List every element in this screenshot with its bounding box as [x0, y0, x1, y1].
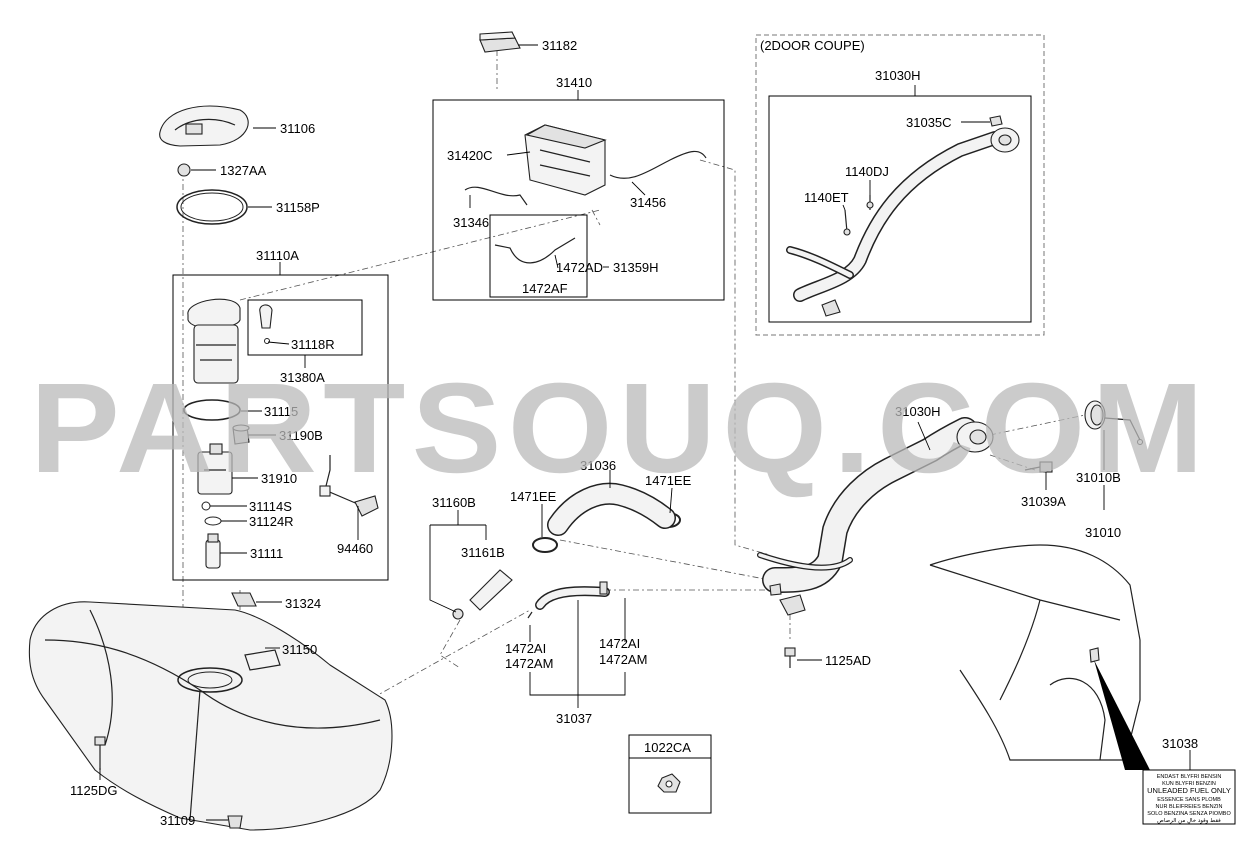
- car-rear-silhouette-icon: [929, 544, 1141, 761]
- part-31115-oring-icon[interactable]: [183, 399, 241, 421]
- label-31410: 31410: [556, 75, 592, 90]
- label-31036: 31036: [580, 458, 616, 473]
- canister-hose-sub-box: [489, 214, 588, 298]
- label-31039a: 31039A: [1021, 494, 1066, 509]
- label-31910: 31910: [261, 471, 297, 486]
- part-coupe-filler-neck-icon[interactable]: [786, 115, 1020, 317]
- canister-assembly-box: [432, 99, 725, 301]
- sticker-line-7: فقط وقود خالٍ من الرصاص: [1157, 818, 1221, 825]
- label-31161b: 31161B: [461, 545, 505, 560]
- label-1472am-b: 1472AM: [599, 652, 647, 667]
- coupe-variant-box: [755, 34, 1045, 336]
- label-1327aa: 1327AA: [220, 163, 267, 178]
- label-1472ai-b: 1472AI: [599, 636, 640, 651]
- label-31038: 31038: [1162, 736, 1198, 751]
- label-31150: 31150: [282, 642, 317, 657]
- label-31115: 31115: [264, 404, 298, 419]
- label-1471ee-b: 1471EE: [645, 473, 692, 488]
- label-31010: 31010: [1085, 525, 1121, 540]
- label-31035c: 31035C: [906, 115, 952, 130]
- fuel-pump-assembly-box: [172, 274, 389, 581]
- part-1022ca-nut-icon[interactable]: [657, 773, 681, 793]
- sticker-line-4: ESSENCE SANS PLOMB: [1157, 797, 1221, 803]
- label-31109: 31109: [160, 813, 195, 828]
- part-31106-cover-icon[interactable]: [159, 105, 249, 147]
- label-31420c: 31420C: [447, 148, 493, 163]
- label-1471ee-a: 1471EE: [510, 489, 557, 504]
- label-31160b: 31160B: [432, 495, 476, 510]
- label-1472ai-a: 1472AI: [505, 641, 546, 656]
- part-31182-filter-icon[interactable]: [479, 31, 521, 53]
- label-1472am-a: 1472AM: [505, 656, 553, 671]
- unleaded-fuel-sticker: ENDAST BLYFRI BENSIN KUN BLYFRI BENZIN U…: [1142, 769, 1236, 825]
- part-31118r-sender-icon[interactable]: [259, 304, 273, 344]
- part-1140dj-bolt-icon[interactable]: [866, 195, 874, 210]
- sticker-line-5: NUR BLEIFREIES BENZIN: [1156, 804, 1223, 810]
- label-94460: 94460: [337, 541, 373, 556]
- part-31324-connector-icon[interactable]: [231, 592, 257, 607]
- sticker-line-3: UNLEADED FUEL ONLY: [1147, 786, 1231, 795]
- label-31118r: 31118R: [291, 337, 335, 352]
- label-31346: 31346: [453, 215, 489, 230]
- coupe-filler-neck-box: [768, 95, 1032, 323]
- part-31190b-icon[interactable]: [232, 424, 250, 445]
- part-31037-hose-icon[interactable]: [527, 581, 610, 619]
- label-31380a: 31380A: [280, 370, 325, 385]
- part-31456-hose-icon[interactable]: [609, 150, 707, 179]
- nut-1022ca-box: [628, 734, 712, 814]
- part-31150-fuel-tank-icon[interactable]: [28, 601, 393, 831]
- label-31359h: 31359H: [613, 260, 659, 275]
- part-31161b-pipe-icon[interactable]: [452, 569, 513, 620]
- part-labels: 31182 31410 31420C 31346 31456 1472AD 31…: [70, 38, 1198, 828]
- label-1022ca: 1022CA: [644, 740, 691, 755]
- part-31359h-hose-icon[interactable]: [494, 237, 576, 264]
- label-1472ad: 1472AD: [556, 260, 603, 275]
- label-31037: 31037: [556, 711, 592, 726]
- label-1140dj: 1140DJ: [845, 164, 889, 179]
- part-31109-cap-icon[interactable]: [227, 815, 243, 829]
- label-31456: 31456: [630, 195, 666, 210]
- label-31010b: 31010B: [1076, 470, 1121, 485]
- part-94460-sender-icon[interactable]: [319, 455, 379, 517]
- label-1125dg: 1125DG: [70, 783, 117, 798]
- label-31190b: 31190B: [279, 428, 323, 443]
- part-31010b-fuel-cap-icon[interactable]: [1084, 400, 1143, 445]
- sticker-line-1: ENDAST BLYFRI BENSIN: [1157, 774, 1222, 780]
- label-31111: 31111: [250, 546, 283, 561]
- part-31346-hose-icon[interactable]: [464, 186, 528, 206]
- part-1125ad-bolt-icon[interactable]: [784, 647, 796, 668]
- label-31158p: 31158P: [276, 200, 320, 215]
- part-31114s-ring-icon[interactable]: [201, 501, 211, 511]
- label-31030h: 31030H: [895, 404, 941, 419]
- part-31036-hose-icon[interactable]: [547, 482, 676, 536]
- watermark: PARTSOUQ.COM: [30, 357, 1210, 500]
- label-31182: 31182: [542, 38, 577, 53]
- label-coupe-title: (2DOOR COUPE): [760, 38, 865, 53]
- part-31124r-ring-icon[interactable]: [204, 516, 222, 526]
- part-31158p-gasket-icon[interactable]: [176, 189, 248, 225]
- label-31030h-top: 31030H: [875, 68, 921, 83]
- part-1140et-bolt-icon[interactable]: [843, 209, 851, 236]
- part-31420c-canister-icon[interactable]: [524, 124, 607, 196]
- part-1327aa-nut-icon[interactable]: [177, 163, 191, 177]
- sticker-line-2: KUN BLYFRI BENZIN: [1162, 781, 1216, 787]
- part-1125dg-bolt-icon[interactable]: [94, 736, 106, 770]
- label-31324: 31324: [285, 596, 321, 611]
- part-fuel-pump-module-icon[interactable]: [187, 298, 241, 384]
- label-31114s: 31114S: [249, 499, 292, 514]
- label-1125ad: 1125AD: [825, 653, 871, 668]
- label-1140et: 1140ET: [804, 190, 849, 205]
- part-31111-pump-icon[interactable]: [205, 533, 221, 569]
- sticker-line-6: SOLO BENZINA SENZA PIOMBO: [1147, 811, 1231, 817]
- part-31030h-filler-neck-icon[interactable]: [757, 417, 994, 616]
- label-31124r: 31124R: [249, 514, 294, 529]
- fuel-label-pointer: [1094, 660, 1150, 770]
- label-1472af: 1472AF: [522, 281, 568, 296]
- label-31110a: 31110A: [256, 248, 299, 263]
- label-31106: 31106: [280, 121, 315, 136]
- part-31910-filter-icon[interactable]: [197, 443, 233, 495]
- leader-lines: [99, 44, 1191, 821]
